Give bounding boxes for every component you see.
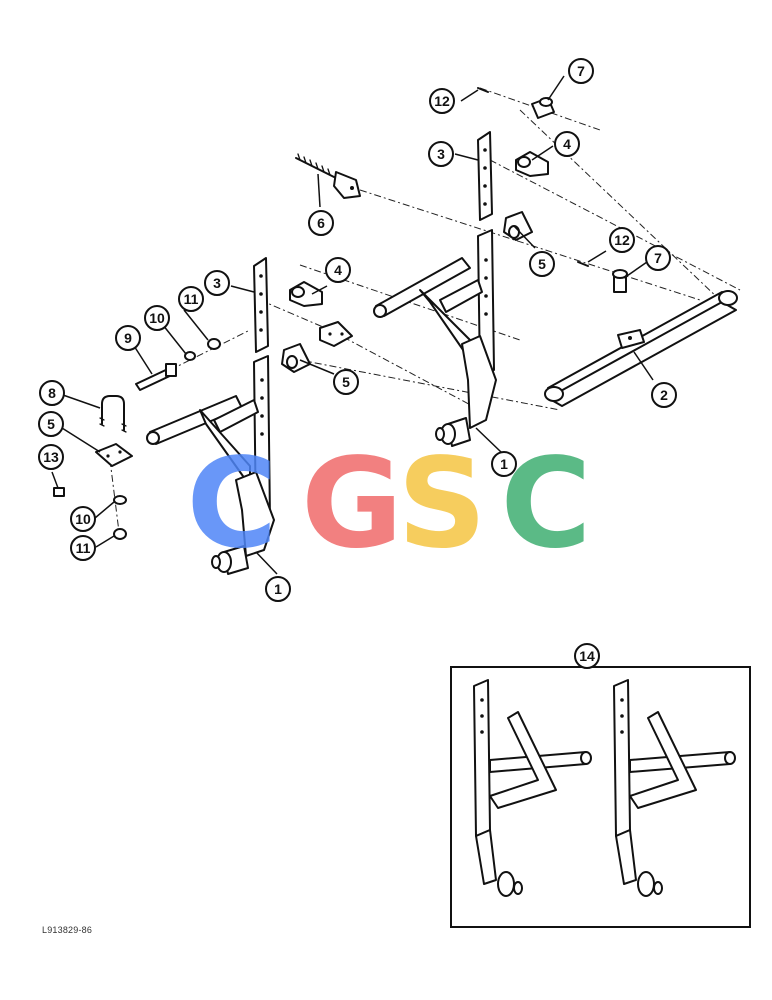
callout-11-upper: 11: [178, 286, 204, 312]
pin-upper-part-7: [531, 97, 555, 119]
u-bolt-part-8: [99, 395, 127, 433]
svg-text:5: 5: [342, 374, 350, 390]
callout-4-right: 4: [554, 131, 580, 157]
tie-rod-part-2: [544, 290, 738, 407]
svg-text:11: 11: [76, 540, 91, 556]
svg-text:14: 14: [579, 648, 595, 664]
svg-text:4: 4: [563, 136, 571, 152]
callout-3-left: 3: [204, 270, 230, 296]
svg-text:6: 6: [317, 215, 325, 231]
svg-text:10: 10: [75, 511, 91, 527]
drawing-code: L913829-86: [42, 925, 93, 935]
bolt-part-9: [135, 363, 177, 391]
watermark-letter-c1: C: [186, 432, 277, 576]
watermark-letter-g: G: [301, 432, 403, 576]
bracket-left-lower-part-5: [281, 343, 311, 373]
svg-text:13: 13: [43, 449, 59, 465]
callout-5-left-upper: 5: [333, 369, 359, 395]
spindle-arm-right: [373, 229, 497, 447]
callout-1-right: 1: [491, 451, 517, 477]
svg-text:4: 4: [334, 262, 342, 278]
callout-7-upper: 7: [568, 58, 594, 84]
clamp-left-part-4: [289, 281, 323, 307]
callout-11-lower: 11: [70, 535, 96, 561]
cotter-pin-upper-part-12: [477, 87, 489, 93]
callout-13: 13: [38, 444, 64, 470]
svg-text:1: 1: [274, 581, 282, 597]
spindle-arm-left: [146, 355, 275, 575]
callout-14: 14: [574, 643, 600, 669]
pin-lower-part-7: [612, 269, 628, 293]
svg-text:3: 3: [437, 146, 445, 162]
svg-text:8: 8: [48, 385, 56, 401]
bracket-left-upper-part-5: [319, 321, 353, 347]
adjust-bar-left-part-3: [253, 257, 269, 353]
svg-text:1: 1: [500, 456, 508, 472]
svg-text:10: 10: [149, 310, 165, 326]
svg-text:12: 12: [614, 232, 630, 248]
callout-5-right: 5: [529, 251, 555, 277]
svg-text:3: 3: [213, 275, 221, 291]
nut-part-11: [113, 338, 221, 540]
svg-text:11: 11: [184, 291, 199, 307]
callout-8: 8: [39, 380, 65, 406]
callout-3-right: 3: [428, 141, 454, 167]
threaded-adjuster-part-6: [295, 153, 361, 199]
cgsc-watermark: C G S C: [186, 432, 591, 576]
svg-text:7: 7: [654, 250, 662, 266]
callout-4-left: 4: [325, 257, 351, 283]
callout-12-upper: 12: [429, 88, 455, 114]
svg-text:9: 9: [124, 330, 132, 346]
bracket-plate-part-5: [95, 443, 133, 467]
clamp-right-part-4: [515, 151, 549, 177]
callout-1-left: 1: [265, 576, 291, 602]
svg-text:5: 5: [538, 256, 546, 272]
svg-text:7: 7: [577, 63, 585, 79]
callout-2: 2: [651, 382, 677, 408]
watermark-letter-s: S: [397, 432, 486, 576]
callout-6: 6: [308, 210, 334, 236]
svg-text:5: 5: [47, 416, 55, 432]
watermark-letter-c2: C: [500, 432, 591, 576]
callout-7-lower: 7: [645, 245, 671, 271]
svg-text:2: 2: [660, 387, 668, 403]
bracket-right-part-5: [503, 211, 533, 241]
svg-text:12: 12: [434, 93, 450, 109]
callout-9: 9: [115, 325, 141, 351]
screw-part-13: [53, 487, 65, 497]
callout-5-left: 5: [38, 411, 64, 437]
washer-part-10: [113, 351, 196, 505]
callout-12-lower: 12: [609, 227, 635, 253]
inset-detail-part-14: [450, 666, 751, 928]
callout-10-lower: 10: [70, 506, 96, 532]
callout-10-upper: 10: [144, 305, 170, 331]
cotter-pin-lower-part-12: [577, 261, 589, 267]
adjust-bar-right-part-3: [477, 131, 493, 221]
